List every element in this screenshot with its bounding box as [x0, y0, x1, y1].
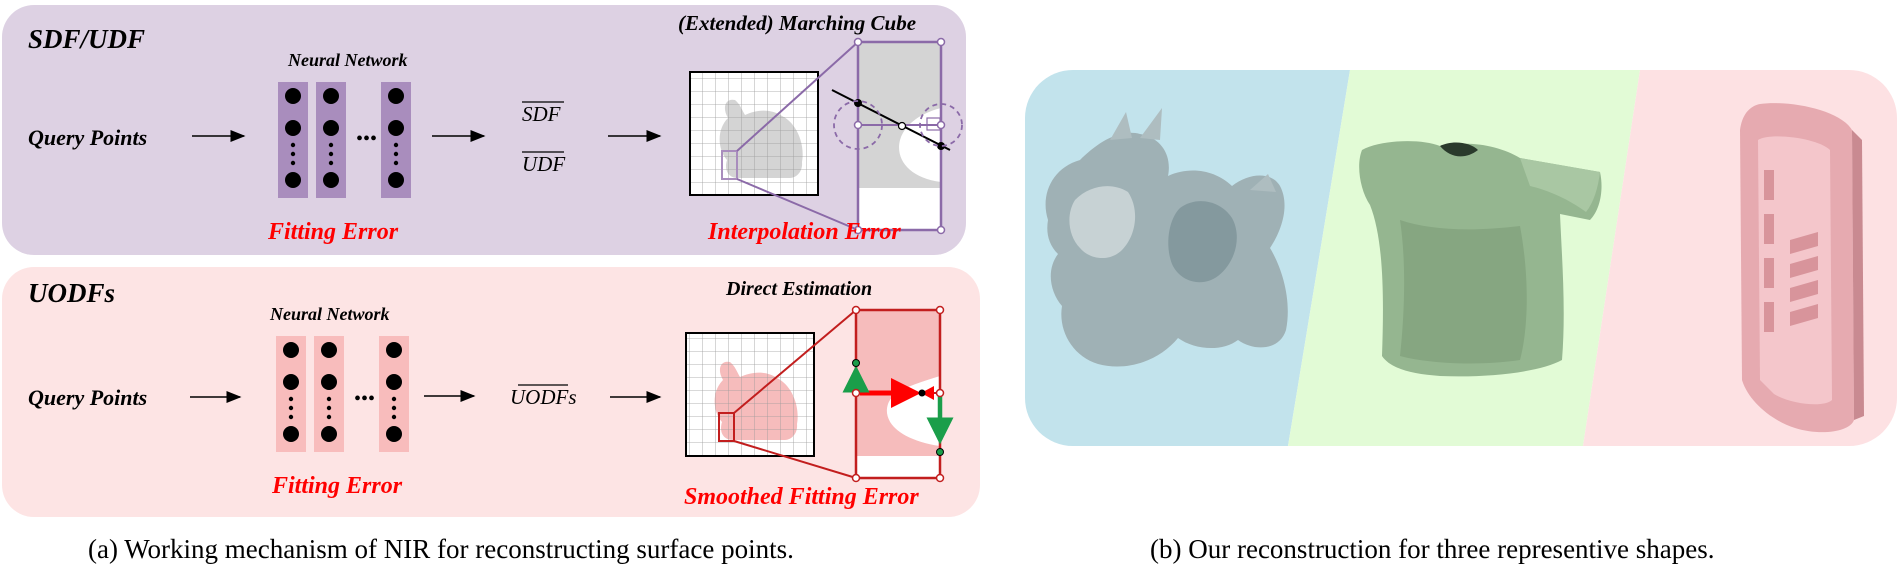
interpolation-error-label: Interpolation Error: [707, 219, 901, 245]
caption-b: (b) Our reconstruction for three represe…: [1150, 534, 1715, 564]
direct-estimation-label: Direct Estimation: [725, 278, 872, 300]
query-points-label-bottom: Query Points: [28, 385, 147, 410]
nn-label-top: Neural Network: [287, 50, 408, 70]
bunny-grid-top: [689, 71, 819, 196]
marching-cube-label: (Extended) Marching Cube: [678, 11, 916, 35]
zoom-lines-top: [736, 41, 859, 231]
fitting-error-top: Fitting Error: [267, 219, 399, 245]
udf-hat-output: UDF: [522, 152, 565, 176]
sdf-hat-output: SDF: [522, 102, 561, 126]
caption-a: (a) Working mechanism of NIR for reconst…: [88, 534, 794, 564]
reconstruction-panel: [1025, 70, 1897, 446]
sdf-udf-title: SDF/UDF: [28, 24, 145, 54]
nn-label-bottom: Neural Network: [269, 304, 390, 324]
query-points-label-top: Query Points: [28, 125, 147, 150]
nn-ellipsis-top: •••: [356, 128, 377, 150]
smoothed-fitting-error-label: Smoothed Fitting Error: [684, 484, 919, 510]
zoom-lines-bottom: [733, 309, 857, 479]
zoomed-cell-bottom: [842, 305, 954, 483]
fitting-error-bottom: Fitting Error: [271, 473, 403, 499]
mechanical-part-shape: [1740, 103, 1864, 433]
neural-network-bottom: [276, 336, 409, 452]
dragon-shape: [1045, 108, 1288, 367]
tshirt-shape: [1359, 141, 1602, 377]
uodfs-panel: UODFs Neural Network Query Points ••• UO…: [2, 267, 980, 517]
sdf-udf-panel: SDF/UDF Neural Network Query Points ••• …: [2, 5, 966, 255]
uodfs-title: UODFs: [28, 278, 115, 308]
bunny-grid-bottom: [685, 332, 815, 457]
uodfs-hat-output: UODFs: [510, 385, 577, 409]
neural-network-top: [278, 82, 411, 198]
zoomed-cell-top: [831, 37, 963, 235]
nn-ellipsis-bottom: •••: [354, 388, 375, 410]
uodfs-background: [2, 267, 980, 517]
